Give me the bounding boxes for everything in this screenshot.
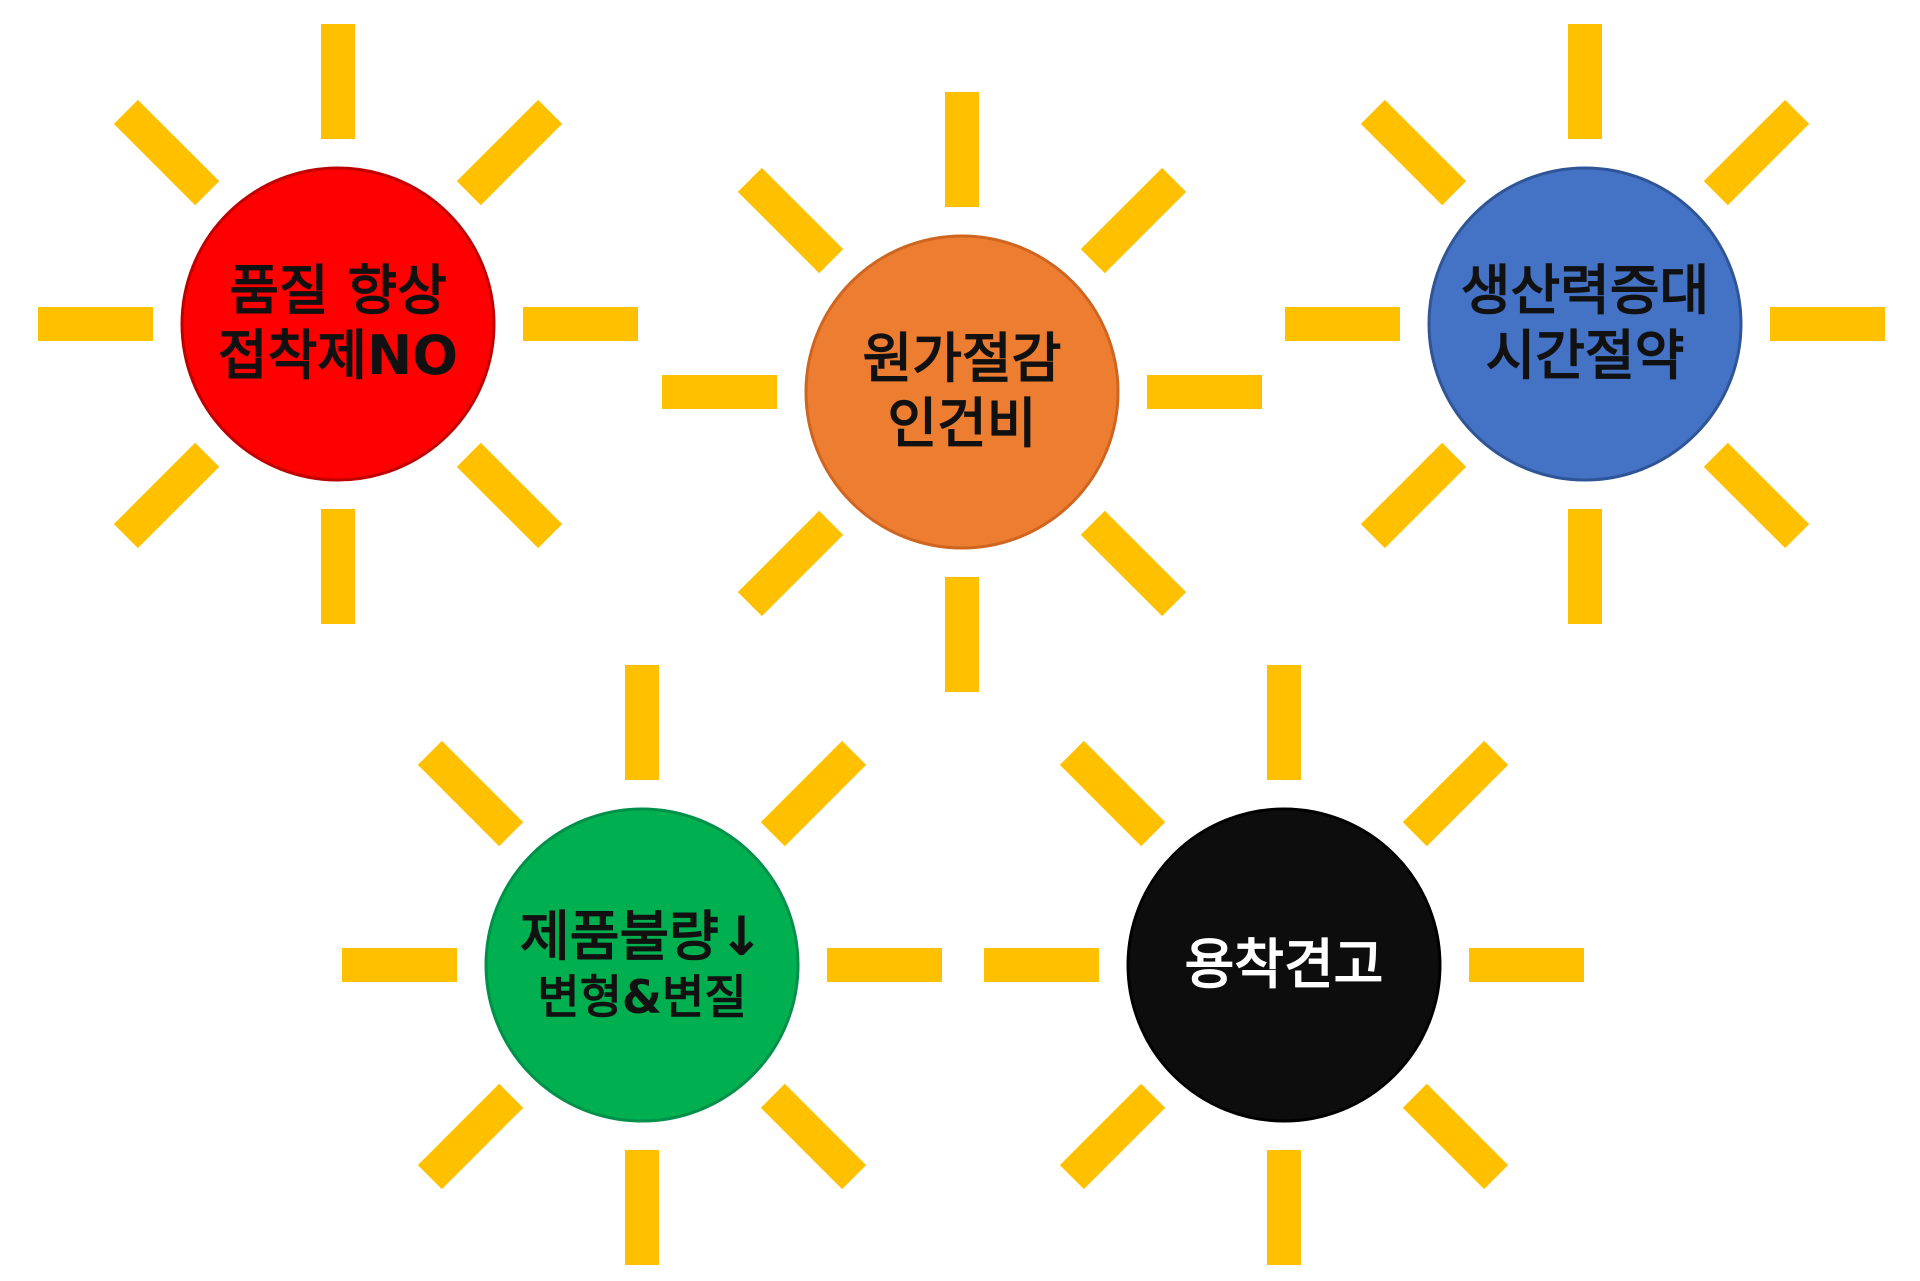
sun-ray-quality-up-left [113, 99, 220, 206]
sun-ray-quality-down-left [113, 442, 220, 549]
sun-ray-fusion-right [1469, 948, 1584, 982]
sun-ray-fusion-down [1267, 1150, 1301, 1265]
sun-ray-defect-down-right [760, 1083, 867, 1190]
sun-ray-cost-down-left [737, 510, 844, 617]
sun-ray-cost-up [945, 92, 979, 207]
sun-ray-cost-left [662, 375, 777, 409]
sun-ray-cost-down [945, 577, 979, 692]
sun-ray-defect-down [625, 1150, 659, 1265]
sun-ray-defect-up [625, 665, 659, 780]
sun-ray-fusion-down-right [1402, 1083, 1509, 1190]
sun-ray-productivity-up-right [1703, 99, 1810, 206]
sun-ray-defect-left [342, 948, 457, 982]
sun-ray-productivity-down-left [1360, 442, 1467, 549]
circles-layer [180, 166, 1743, 1123]
sun-ray-productivity-right [1770, 307, 1885, 341]
sun-ray-productivity-down [1568, 509, 1602, 624]
sun-ray-defect-up-left [417, 740, 524, 847]
sun-ray-fusion-down-left [1059, 1083, 1166, 1190]
sun-ray-quality-right [523, 307, 638, 341]
sun-ray-fusion-up-right [1402, 740, 1509, 847]
sun-ray-fusion-left [984, 948, 1099, 982]
sun-ray-quality-up [321, 24, 355, 139]
sun-circle-productivity [1427, 166, 1743, 482]
sun-ray-quality-down [321, 509, 355, 624]
sun-circle-fusion [1126, 807, 1442, 1123]
rays-layer [38, 24, 1885, 1265]
sun-ray-defect-down-left [417, 1083, 524, 1190]
sun-ray-productivity-up-left [1360, 99, 1467, 206]
sun-ray-productivity-left [1285, 307, 1400, 341]
sun-circle-quality [180, 166, 496, 482]
sun-ray-productivity-up [1568, 24, 1602, 139]
sun-ray-defect-up-right [760, 740, 867, 847]
sun-ray-defect-right [827, 948, 942, 982]
sun-ray-quality-up-right [456, 99, 563, 206]
sun-ray-quality-down-right [456, 442, 563, 549]
sun-ray-fusion-up-left [1059, 740, 1166, 847]
sun-ray-cost-up-right [1080, 167, 1187, 274]
sun-ray-cost-up-left [737, 167, 844, 274]
sun-circle-defect [484, 807, 800, 1123]
sun-ray-productivity-down-right [1703, 442, 1810, 549]
sun-ray-cost-down-right [1080, 510, 1187, 617]
sun-ray-fusion-up [1267, 665, 1301, 780]
sun-circle-cost [804, 234, 1120, 550]
sun-ray-cost-right [1147, 375, 1262, 409]
sun-ray-quality-left [38, 307, 153, 341]
